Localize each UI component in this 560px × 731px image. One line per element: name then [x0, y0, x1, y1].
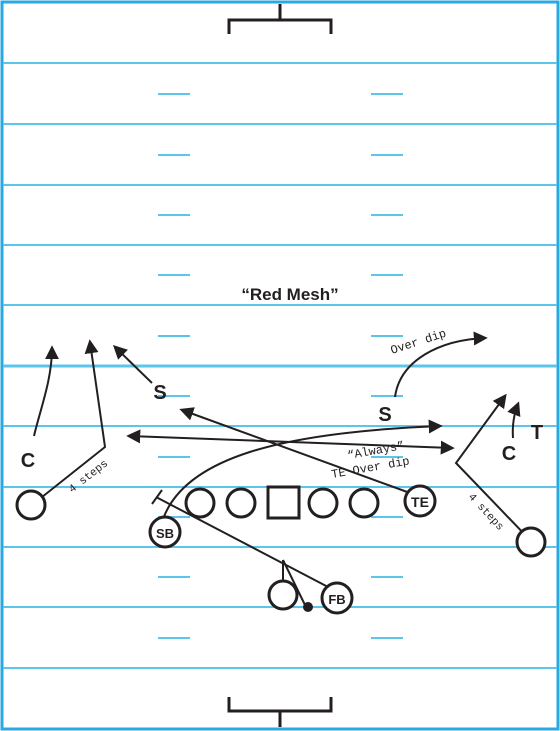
lineman [348, 487, 380, 519]
slotback: SB [148, 515, 182, 549]
fullback-label: FB [328, 592, 345, 607]
block-tee [151, 489, 163, 505]
ball-marker [303, 602, 313, 612]
quarterback [267, 579, 299, 611]
route-right-safety [394, 331, 488, 398]
annotation-steps-left: 4 steps [67, 458, 111, 496]
left-receiver [15, 489, 47, 521]
route-slotback-block [155, 496, 331, 589]
defender-safety-left: S [153, 382, 166, 404]
goal-post-bottom [227, 697, 333, 727]
center [266, 485, 301, 520]
defender-safety-right: S [378, 404, 391, 426]
route-right-corner [507, 401, 521, 439]
hash-marks [158, 93, 403, 639]
offensive-line [184, 485, 380, 520]
goal-post-top [227, 4, 333, 34]
annotation-over-dip: Over dip [389, 327, 448, 358]
route-right-receiver [454, 393, 531, 541]
play-title: “Red Mesh” [241, 285, 338, 304]
route-slotback-mesh [159, 419, 443, 531]
route-left-receiver [31, 339, 107, 506]
lineman [307, 487, 339, 519]
lineman [225, 487, 257, 519]
defender-corner-right: C [502, 443, 516, 465]
lineman [184, 487, 216, 519]
fullback: FB [320, 581, 354, 615]
defender-tackle: T [531, 422, 543, 444]
route-left-corner [33, 345, 59, 437]
slotback-label: SB [156, 526, 174, 541]
yard-lines [3, 62, 557, 669]
qb-drop-line-angle [282, 559, 306, 606]
right-receiver [515, 526, 547, 558]
tight-end-label: TE [411, 494, 429, 510]
defender-corner-left: C [21, 450, 35, 472]
routes [31, 331, 531, 606]
route-left-safety [112, 345, 153, 384]
tight-end: TE [403, 484, 437, 518]
annotation-steps-right: 4 steps [465, 492, 505, 534]
